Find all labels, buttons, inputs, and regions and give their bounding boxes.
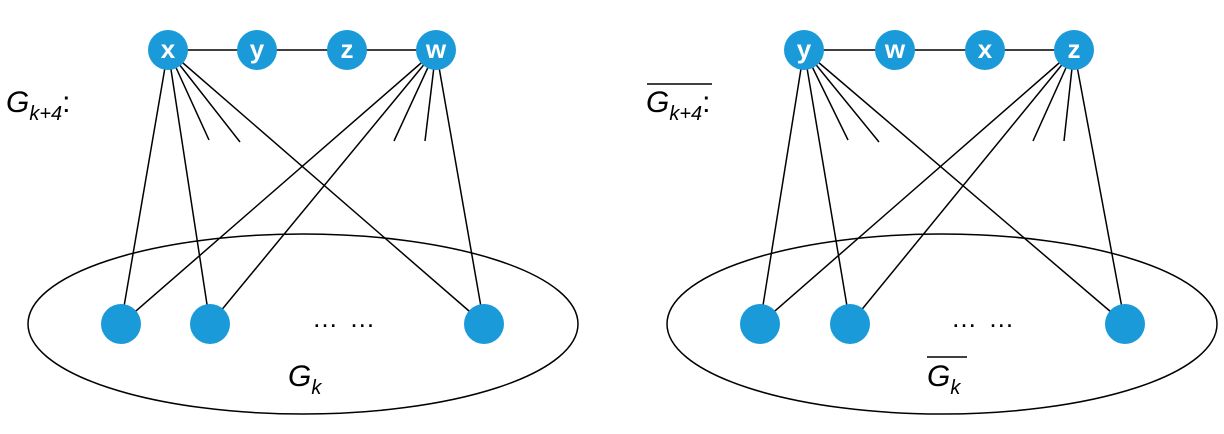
right-top-node-4: z (1054, 30, 1094, 70)
right-inner-label: Gk (927, 360, 961, 399)
node-label: w (425, 34, 447, 64)
right-bottom-node (1105, 304, 1145, 344)
right-top-node-2: w (875, 30, 915, 70)
node-label: z (341, 34, 354, 64)
node-label: y (250, 34, 265, 64)
left-edge (209, 49, 437, 325)
node-label: w (884, 34, 906, 64)
right-graph-label: Gk+4: (646, 86, 711, 125)
left-bottom-node (190, 304, 230, 344)
right-top-node-1: y (784, 30, 824, 70)
right-ellipsis-dots: … … (951, 303, 1016, 333)
left-top-node-4: w (416, 30, 456, 70)
left-bottom-node (464, 304, 504, 344)
right-panel: y w x z … … Gk+4: Gk (646, 30, 1218, 415)
left-inner-label: Gk (288, 360, 322, 399)
right-bottom-node (740, 304, 780, 344)
right-edge (803, 49, 1126, 325)
left-edge (167, 49, 211, 325)
left-top-node-1: x (148, 30, 188, 70)
right-bottom-node (830, 304, 870, 344)
right-edge (759, 49, 1075, 325)
left-bottom-node (101, 304, 141, 344)
left-edge (120, 49, 169, 325)
left-top-node-3: z (327, 30, 367, 70)
left-panel: x y z w … … Gk+4: Gk (6, 30, 579, 415)
node-label: z (1068, 34, 1081, 64)
node-label: y (797, 34, 812, 64)
right-top-node-3: x (965, 30, 1005, 70)
node-label: x (978, 34, 993, 64)
left-edge (120, 49, 437, 325)
left-graph-label: Gk+4: (6, 86, 71, 125)
right-edge (1073, 49, 1126, 325)
left-top-node-2: y (237, 30, 277, 70)
right-gk-ellipse (666, 233, 1218, 415)
left-gk-ellipse (27, 233, 579, 415)
right-edge (849, 49, 1075, 325)
right-edge (803, 49, 851, 325)
node-label: x (161, 34, 176, 64)
right-edge (759, 49, 805, 325)
left-ellipsis-dots: … … (312, 303, 377, 333)
left-edge (167, 49, 485, 325)
left-edge (435, 49, 485, 325)
